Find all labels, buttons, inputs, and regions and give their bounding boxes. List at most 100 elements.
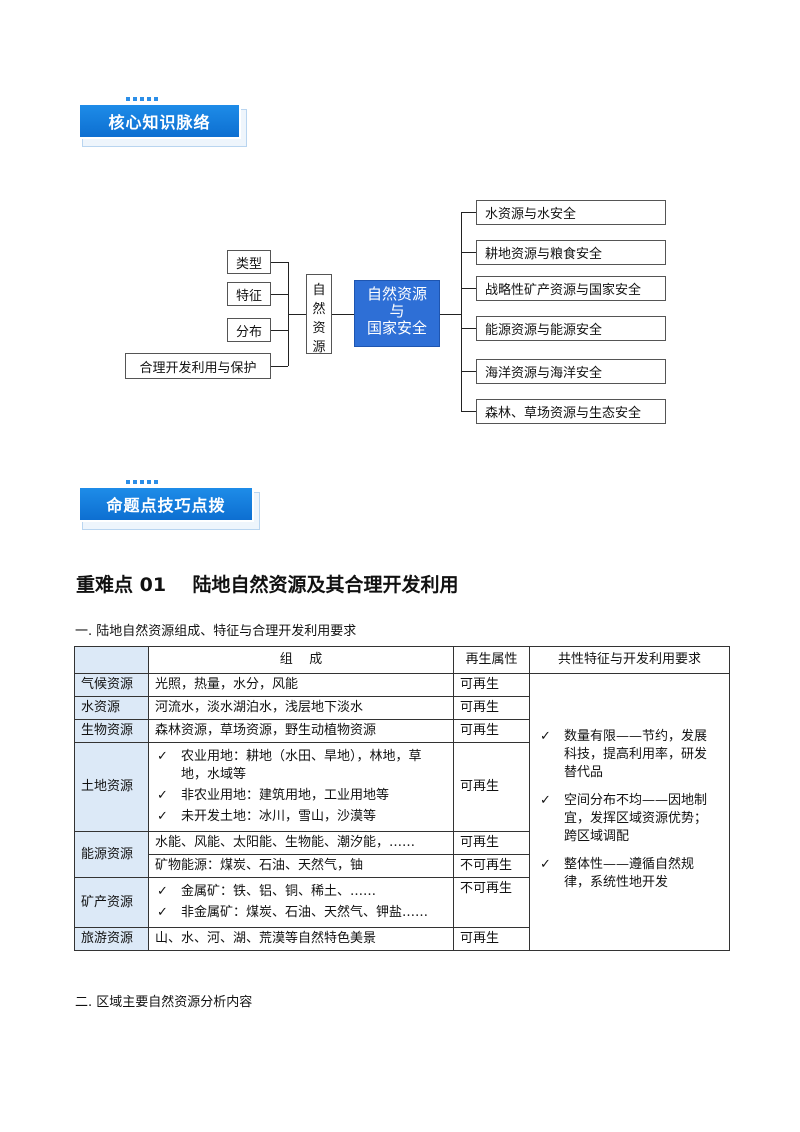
badge-label: 命题点技巧点拨 — [78, 486, 254, 522]
common-feature-text: 空间分布不均——因地制宜，发挥区域资源优势；跨区域调配 — [564, 793, 708, 844]
row-category: 水资源 — [74, 696, 149, 720]
row-renewability: 不可再生 — [453, 854, 530, 878]
row-category: 气候资源 — [74, 673, 149, 697]
list-item: ✓ 金属矿：铁、铝、铜、稀土、…… — [155, 883, 447, 901]
mineral-item-text: 金属矿：铁、铝、铜、稀土、…… — [181, 884, 377, 899]
common-feature-text: 整体性——遵循自然规律，系统性地开发 — [564, 857, 695, 890]
check-icon: ✓ — [157, 788, 168, 803]
badge-dots — [126, 480, 160, 484]
badge-dots — [126, 97, 160, 101]
center-line3: 国家安全 — [366, 319, 427, 337]
bracket-left-h2 — [271, 294, 288, 295]
table-header-row: 组 成 再生属性 共性特征与开发利用要求 — [74, 646, 730, 674]
common-feature-text: 数量有限——节约，发展科技，提高利用率，研发替代品 — [564, 729, 708, 780]
section-badge-skills: 命题点技巧点拨 — [78, 480, 260, 530]
row-composition: 森林资源，草场资源，野生动植物资源 — [148, 719, 454, 743]
vcol-char: 然 — [312, 302, 326, 317]
center-line1: 自然资源 — [366, 285, 427, 303]
land-item-text: 农业用地：耕地（水田、旱地），林地，草地，水域等 — [181, 749, 422, 782]
row-composition: 河流水，淡水湖泊水，浅层地下淡水 — [148, 696, 454, 720]
check-icon: ✓ — [157, 749, 168, 764]
table-row: 矿物能源：煤炭、石油、天然气，铀 不可再生 — [75, 854, 730, 878]
bracket-right-h6 — [461, 411, 476, 412]
bracket-left-to-col — [288, 314, 306, 315]
table-header-common: 共性特征与开发利用要求 — [529, 646, 730, 674]
row-category: 旅游资源 — [74, 927, 149, 951]
mindmap-natural-resources: 自 然 资 源 — [306, 274, 332, 355]
row-category: 生物资源 — [74, 719, 149, 743]
common-features-cell: ✓ 数量有限——节约，发展科技，提高利用率，研发替代品 ✓ 空间分布不均——因地制宜… — [529, 673, 730, 951]
row-renewability: 可再生 — [453, 831, 530, 855]
list-item: ✓ 非农业用地：建筑用地，工业用地等 — [155, 787, 447, 805]
list-item: ✓ 空间分布不均——因地制宜，发挥区域资源优势；跨区域调配 — [538, 792, 719, 846]
check-icon: ✓ — [157, 884, 168, 899]
table-row: 土地资源 ✓ 农业用地：耕地（水田、旱地），林地，草地，水域等 ✓ 非农业用地：建筑… — [74, 742, 730, 832]
table-row: 矿产资源 ✓ 金属矿：铁、铝、铜、稀土、…… ✓ 非金属矿：煤炭、石油、天然气、钾盐… — [74, 877, 730, 928]
mindmap-left-protection: 合理开发利用与保护 — [125, 353, 271, 379]
row-category: 土地资源 — [74, 742, 149, 832]
bracket-right-vertical — [461, 212, 462, 411]
bracket-left-h3 — [271, 330, 288, 331]
row-renewability: 不可再生 — [453, 877, 530, 928]
badge-label: 核心知识脉络 — [78, 103, 241, 139]
main-heading: 重难点 01 陆地自然资源及其合理开发利用 — [76, 574, 459, 596]
common-features-list: ✓ 数量有限——节约，发展科技，提高利用率，研发替代品 ✓ 空间分布不均——因地制宜… — [538, 728, 719, 892]
check-icon: ✓ — [540, 793, 551, 808]
mindmap-right-energy: 能源资源与能源安全 — [476, 316, 666, 341]
mindmap-left-feature: 特征 — [227, 282, 271, 306]
mindmap-left-type: 类型 — [227, 250, 271, 274]
list-item: ✓ 整体性——遵循自然规律，系统性地开发 — [538, 856, 719, 892]
list-item: ✓ 未开发土地：冰川，雪山，沙漠等 — [155, 808, 447, 826]
mindmap-center: 自然资源 与 国家安全 — [354, 280, 440, 347]
land-item-text: 未开发土地：冰川，雪山，沙漠等 — [181, 809, 377, 824]
row-composition: 矿物能源：煤炭、石油、天然气，铀 — [148, 854, 454, 878]
row-composition: 光照，热量，水分，风能 — [148, 673, 454, 697]
check-icon: ✓ — [157, 905, 168, 920]
row-composition: ✓ 金属矿：铁、铝、铜、稀土、…… ✓ 非金属矿：煤炭、石油、天然气、钾盐…… — [148, 877, 454, 928]
bracket-right-h4 — [461, 328, 476, 329]
land-items: ✓ 农业用地：耕地（水田、旱地），林地，草地，水域等 ✓ 非农业用地：建筑用地，工业… — [155, 748, 447, 826]
mindmap-right-ocean: 海洋资源与海洋安全 — [476, 359, 666, 384]
row-composition: ✓ 农业用地：耕地（水田、旱地），林地，草地，水域等 ✓ 非农业用地：建筑用地，工业… — [148, 742, 454, 832]
row-composition: 山、水、河、湖、荒漠等自然特色美景 — [148, 927, 454, 951]
check-icon: ✓ — [540, 857, 551, 872]
vcol-char: 资 — [312, 321, 326, 336]
row-renewability: 可再生 — [453, 719, 530, 743]
line-center-to-bracket — [440, 314, 461, 315]
table-row: 旅游资源 山、水、河、湖、荒漠等自然特色美景 可再生 — [74, 927, 730, 951]
table-header-blank — [74, 646, 149, 674]
check-icon: ✓ — [540, 729, 551, 744]
bracket-right-h1 — [461, 212, 476, 213]
row-renewability: 可再生 — [453, 673, 530, 697]
subheading-one: 一. 陆地自然资源组成、特征与合理开发利用要求 — [75, 624, 357, 639]
bracket-right-h2 — [461, 252, 476, 253]
row-renewability: 可再生 — [453, 696, 530, 720]
table-header-composition: 组 成 — [148, 646, 454, 674]
resources-table: 组 成 再生属性 共性特征与开发利用要求 气候资源 光照，热量，水分，风能 可再… — [74, 646, 730, 951]
bracket-right-h5 — [461, 371, 476, 372]
mindmap-right-forest: 森林、草场资源与生态安全 — [476, 399, 666, 424]
center-line2: 与 — [389, 302, 405, 320]
check-icon: ✓ — [157, 809, 168, 824]
bracket-left-h1 — [271, 262, 288, 263]
bracket-left-h4 — [271, 366, 288, 367]
row-renewability: 可再生 — [453, 927, 530, 951]
mindmap-right-water: 水资源与水安全 — [476, 200, 666, 225]
line-col-to-center — [332, 314, 354, 315]
mindmap-right-farmland: 耕地资源与粮食安全 — [476, 240, 666, 265]
table-header-renewability: 再生属性 — [453, 646, 530, 674]
row-category: 矿产资源 — [74, 877, 149, 928]
land-item-text: 非农业用地：建筑用地，工业用地等 — [181, 788, 390, 803]
row-category: 能源资源 — [74, 831, 149, 878]
subheading-two: 二. 区域主要自然资源分析内容 — [75, 995, 253, 1010]
list-item: ✓ 农业用地：耕地（水田、旱地），林地，草地，水域等 — [155, 748, 447, 784]
table-row: 能源资源 水能、风能、太阳能、生物能、潮汐能，…… 可再生 — [74, 831, 730, 878]
vcol-char: 源 — [312, 340, 326, 355]
row-composition: 水能、风能、太阳能、生物能、潮汐能，…… — [148, 831, 454, 855]
section-badge-knowledge: 核心知识脉络 — [78, 97, 247, 147]
row-renewability: 可再生 — [453, 742, 530, 832]
mindmap-right-mineral: 战略性矿产资源与国家安全 — [476, 276, 666, 301]
mineral-item-text: 非金属矿：煤炭、石油、天然气、钾盐…… — [181, 905, 429, 920]
mindmap-left-distribution: 分布 — [227, 318, 271, 342]
bracket-right-h3 — [461, 288, 476, 289]
